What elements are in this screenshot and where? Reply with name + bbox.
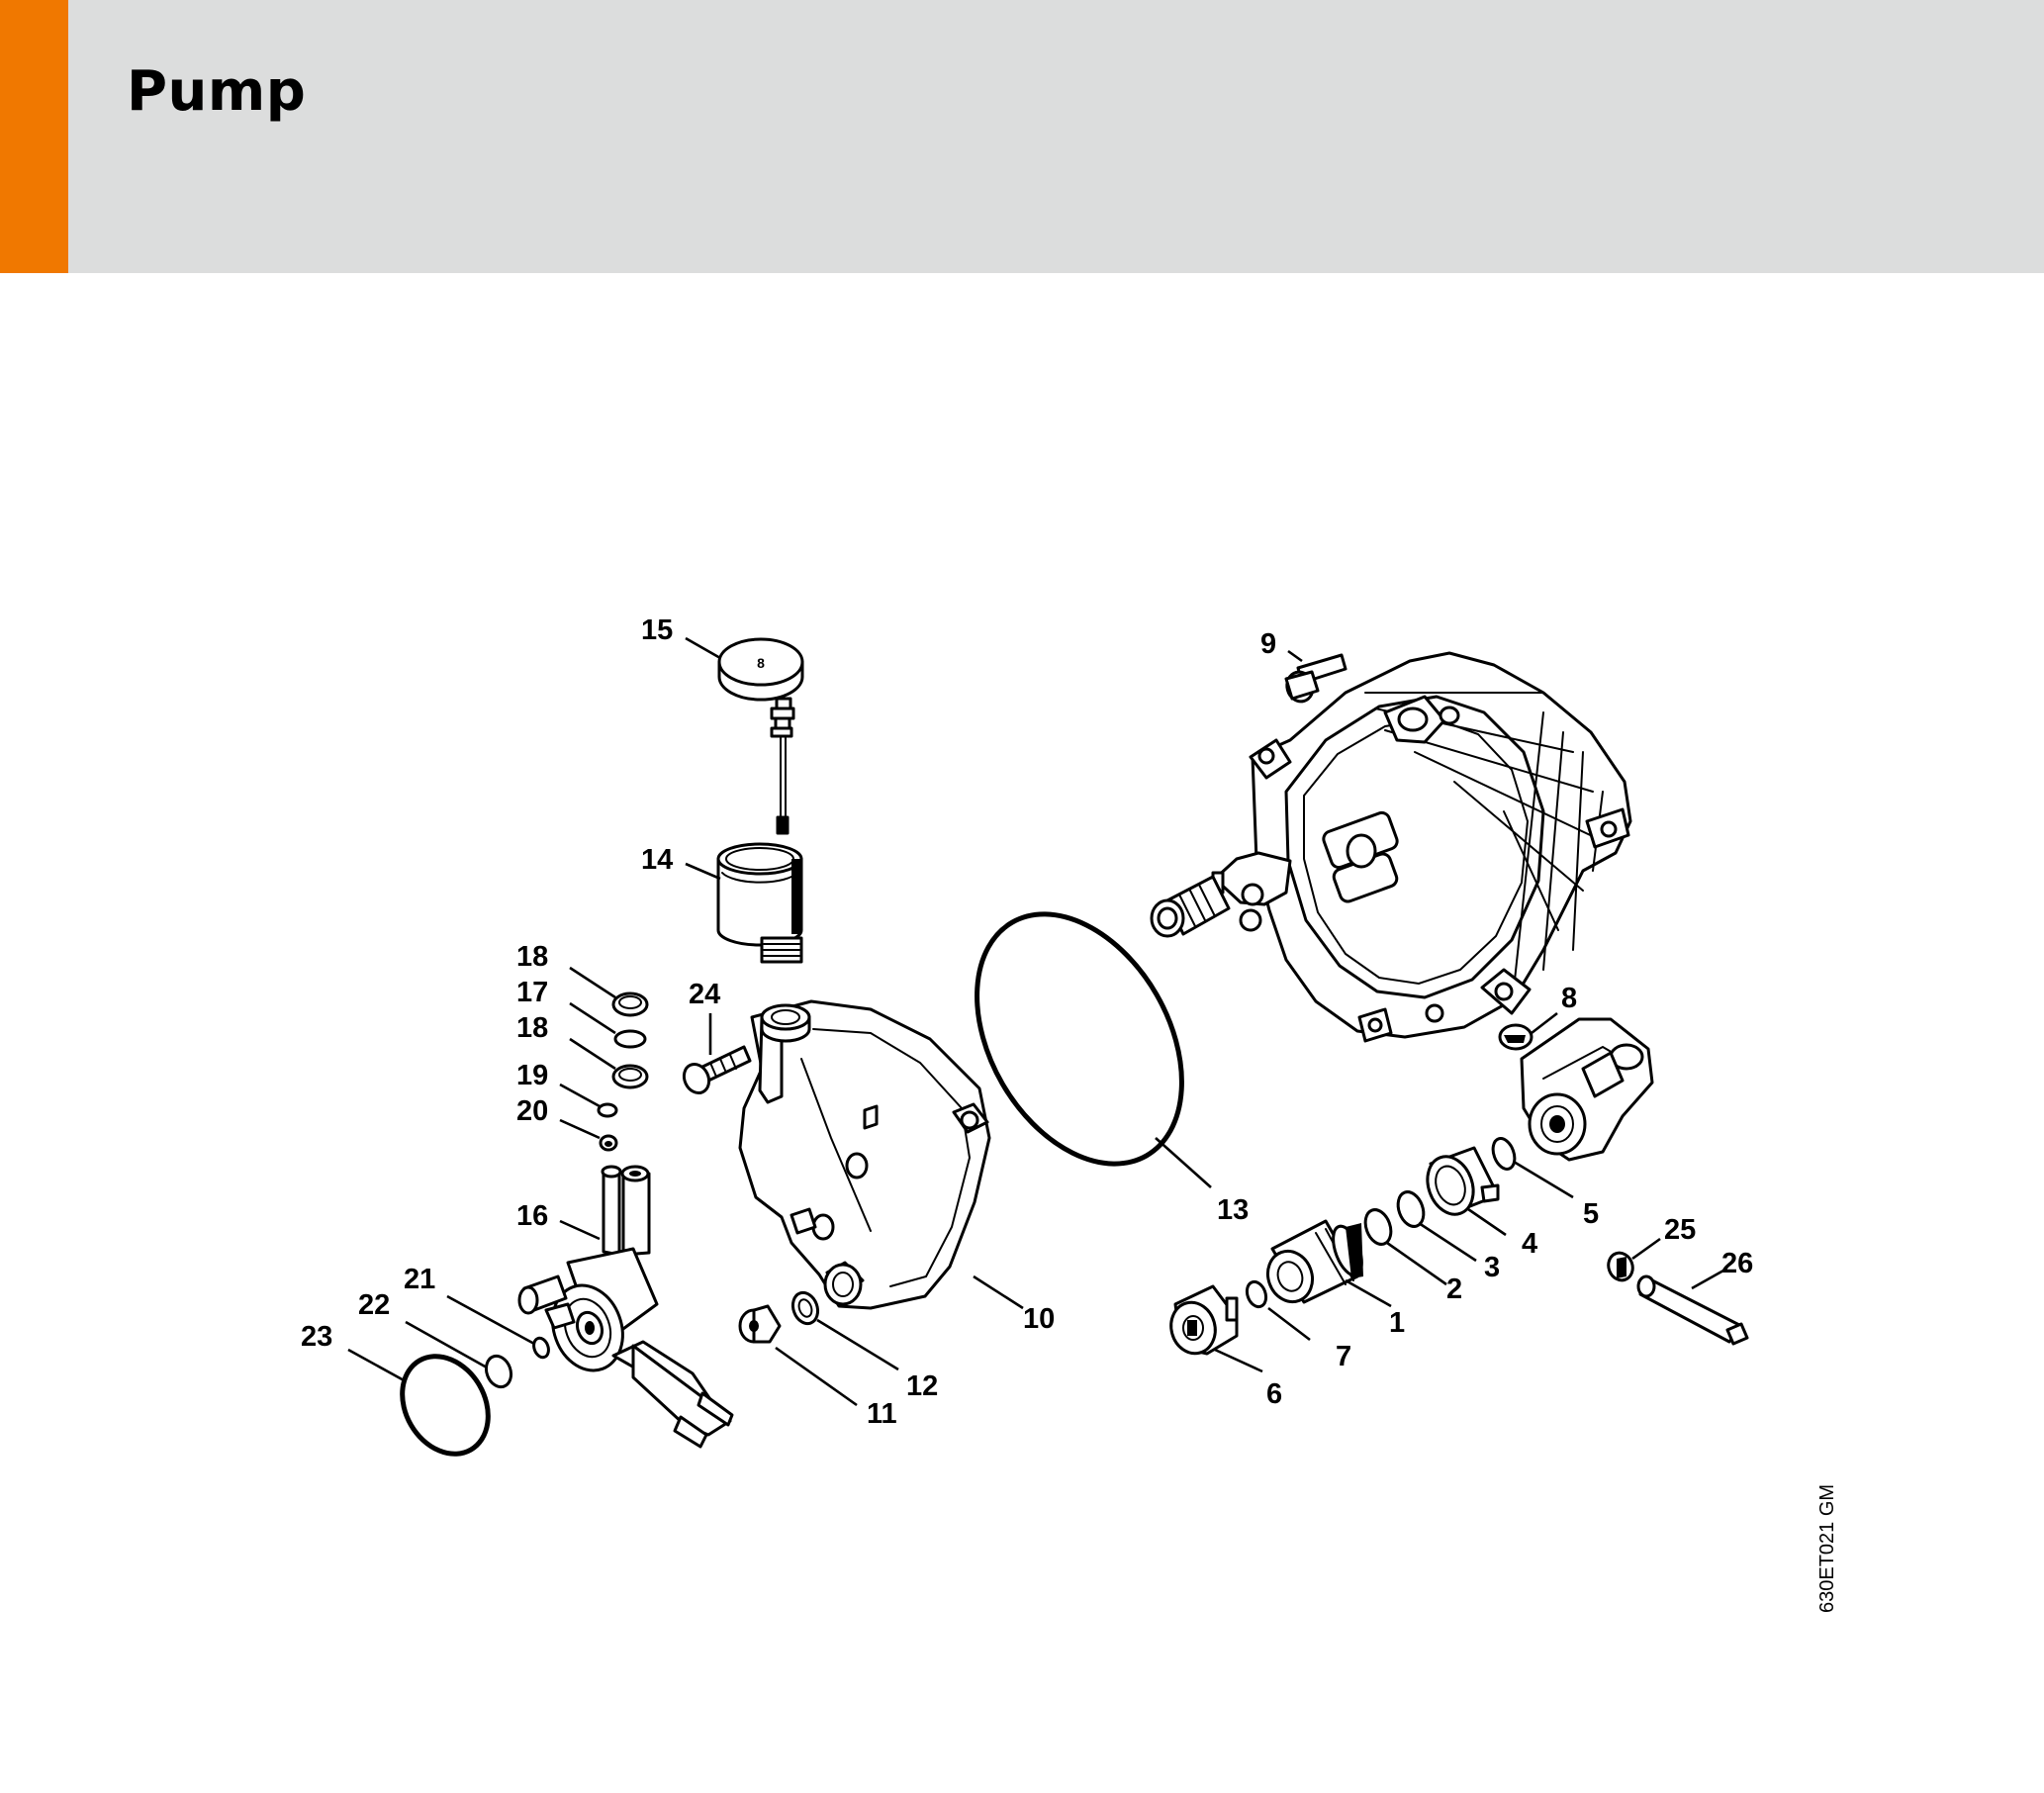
part-16-valve-body [517, 1165, 734, 1449]
part-6-nozzle [1169, 1284, 1239, 1356]
label-26: 26 [1721, 1248, 1753, 1279]
page-header [0, 0, 2044, 273]
part-25-clip [1607, 1251, 1634, 1282]
part-10-pump-head [738, 999, 991, 1310]
label-10: 10 [1023, 1303, 1055, 1335]
label-15: 15 [641, 614, 673, 646]
label-23: 23 [301, 1321, 332, 1353]
part-1-connector [1265, 1219, 1363, 1304]
label-18-top: 18 [516, 941, 548, 973]
label-11: 11 [867, 1398, 897, 1430]
valve-block [1520, 1017, 1654, 1162]
part-24-screw [682, 1045, 752, 1095]
leader-lines [347, 636, 1724, 1407]
label-22: 22 [358, 1289, 390, 1321]
part-19-small-o-ring [597, 1102, 618, 1118]
label-25: 25 [1664, 1214, 1696, 1246]
label-3: 3 [1484, 1252, 1500, 1283]
label-5: 5 [1583, 1198, 1599, 1230]
callout-labels: 15 9 14 18 17 18 19 20 24 16 21 22 23 10… [301, 614, 1753, 1430]
part-2-o-ring [1363, 1208, 1393, 1246]
label-1: 1 [1389, 1307, 1405, 1339]
part-7-o-ring [1245, 1279, 1268, 1309]
label-24: 24 [689, 979, 720, 1010]
part-9-screw [1284, 653, 1347, 704]
label-17: 17 [516, 977, 548, 1008]
part-14-reservoir [716, 842, 803, 964]
small-rings-stack [597, 991, 649, 1152]
label-13: 13 [1217, 1194, 1249, 1226]
part-3-o-ring [1396, 1190, 1426, 1228]
cap-marking: 8 [757, 655, 765, 671]
label-9: 9 [1260, 628, 1276, 660]
part-26-rod [1636, 1274, 1749, 1346]
part-13-o-ring [975, 911, 1184, 1167]
page-title: Pump [127, 59, 307, 124]
part-22-o-ring [484, 1354, 513, 1389]
label-7: 7 [1336, 1341, 1351, 1372]
label-14: 14 [641, 844, 673, 876]
part-11-plug [738, 1304, 782, 1344]
label-20: 20 [516, 1095, 548, 1127]
label-2: 2 [1446, 1274, 1462, 1305]
label-21: 21 [404, 1264, 435, 1295]
part-17-o-ring [613, 1029, 647, 1049]
part-23-o-ring [400, 1354, 491, 1457]
part-4-sleeve [1426, 1146, 1500, 1216]
part-8-clip [1498, 1023, 1533, 1051]
label-6: 6 [1266, 1378, 1282, 1410]
part-15-cap-with-rod: 8 [717, 637, 804, 835]
label-12: 12 [906, 1370, 938, 1402]
label-18-bottom: 18 [516, 1012, 548, 1044]
figure-code: 630ET021 GM [1816, 1483, 1838, 1613]
accent-bar [0, 0, 68, 273]
part-12-ring [790, 1290, 820, 1326]
label-8: 8 [1561, 983, 1577, 1014]
part-21-small-o-ring [532, 1336, 550, 1360]
label-16: 16 [516, 1200, 548, 1232]
label-19: 19 [516, 1060, 548, 1091]
part-5-o-ring [1491, 1137, 1517, 1171]
label-4: 4 [1522, 1228, 1537, 1260]
pump-housing [1150, 651, 1632, 1043]
